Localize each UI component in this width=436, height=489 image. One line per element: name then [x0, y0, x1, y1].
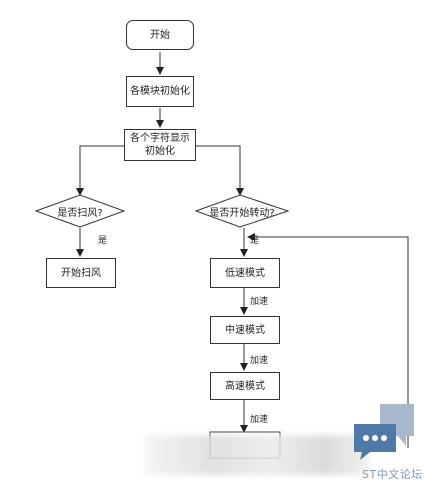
- init-modules-node: 各模块初始化: [126, 76, 194, 107]
- start-sweep-label: 开始扫风: [61, 267, 101, 279]
- blurred-overlay: [145, 435, 370, 475]
- init-chars-label-line1: 各个字符显示: [130, 133, 190, 144]
- init-chars-label-line2: 初始化: [145, 146, 175, 157]
- accelerate-label-3: 加速: [250, 415, 269, 425]
- decision-rotate-shape: [194, 194, 290, 228]
- high-speed-node: 高速模式: [210, 372, 280, 400]
- mid-speed-label: 中速模式: [225, 324, 265, 336]
- init-chars-node: 各个字符显示 初始化: [124, 129, 196, 161]
- mid-speed-node: 中速模式: [210, 316, 280, 344]
- low-speed-label: 低速模式: [225, 267, 265, 279]
- high-speed-label: 高速模式: [225, 380, 265, 392]
- start-node: 开始: [126, 20, 194, 50]
- init-modules-label: 各模块初始化: [130, 86, 190, 97]
- yes-label-rotate: 是: [250, 236, 260, 246]
- yes-label-sweep: 是: [98, 236, 108, 246]
- decision-rotate-label: 是否开始转动?: [209, 207, 275, 219]
- decision-sweep-label: 是否扫风?: [57, 207, 103, 219]
- decision-sweep: 是否扫风?: [36, 203, 124, 219]
- chat-bubble-icon: [354, 404, 414, 460]
- edge-loop-back: [247, 233, 409, 448]
- accelerate-label-1: 加速: [250, 297, 269, 307]
- accelerate-label-2: 加速: [250, 356, 269, 366]
- watermark-text: ST中文论坛: [362, 468, 423, 481]
- decision-sweep-shape: [34, 194, 126, 228]
- decision-rotate: 是否开始转动?: [196, 203, 288, 219]
- start-sweep-node: 开始扫风: [46, 258, 116, 288]
- start-node-label: 开始: [150, 29, 170, 41]
- edge-chars-to-rotate: [194, 145, 244, 196]
- edge-chars-to-sweep: [76, 145, 124, 196]
- low-speed-node: 低速模式: [210, 258, 280, 288]
